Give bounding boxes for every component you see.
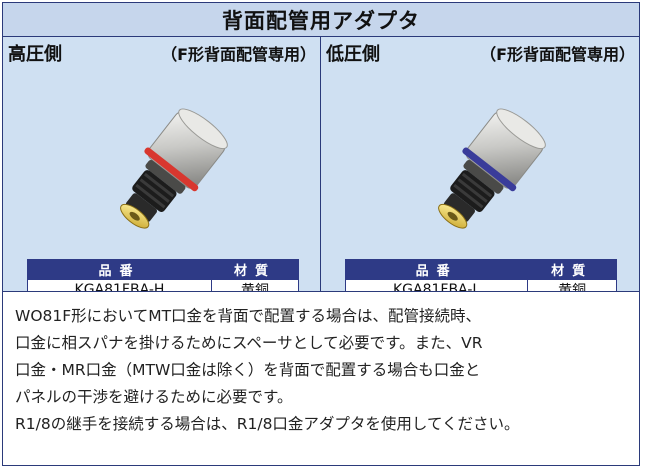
panel-header: 低圧側 （F形背面配管専用）: [326, 41, 635, 65]
header-part-number: 品番: [27, 259, 212, 280]
color-ring: [462, 147, 517, 192]
color-ring: [144, 147, 199, 192]
low-pressure-panel: 低圧側 （F形背面配管専用）: [321, 37, 639, 301]
high-pressure-panel: 高圧側 （F形背面配管専用）: [3, 37, 321, 301]
adapter-photo-high: [120, 108, 228, 229]
product-panels: 高圧側 （F形背面配管専用）: [3, 37, 639, 301]
header-material: 材質: [210, 259, 300, 280]
panel-side-label: 高圧側: [8, 44, 62, 65]
section-title: 背面配管用アダプタ: [3, 3, 639, 37]
adapter-photo-low: [438, 108, 546, 229]
panel-subtitle: （F形背面配管専用）: [480, 45, 635, 64]
header-material: 材質: [527, 259, 617, 280]
header-part-number: 品番: [344, 259, 529, 280]
panel-side-label: 低圧側: [326, 44, 380, 65]
note-line: パネルの干渉を避けるために必要です。: [15, 388, 293, 406]
note-line: R1/8の継手を接続する場合は、R1/8口金アダプタを使用してください。: [15, 415, 520, 433]
note-line: 口金・MR口金（MTW口金は除く）を背面で配置する場合も口金と: [15, 361, 481, 379]
panel-subtitle: （F形背面配管専用）: [161, 45, 316, 64]
usage-notes: WO81F形においてMT口金を背面で配置する場合は、配管接続時、 口金に相スパナ…: [3, 291, 639, 465]
note-line: 口金に相スパナを掛けるためにスペーサとして必要です。また、VR: [15, 334, 483, 352]
adapter-info-box: 背面配管用アダプタ 高圧側 （F形背面配管専用）: [2, 2, 640, 466]
note-line: WO81F形においてMT口金を背面で配置する場合は、配管接続時、: [15, 307, 482, 325]
panel-header: 高圧側 （F形背面配管専用）: [8, 41, 316, 65]
